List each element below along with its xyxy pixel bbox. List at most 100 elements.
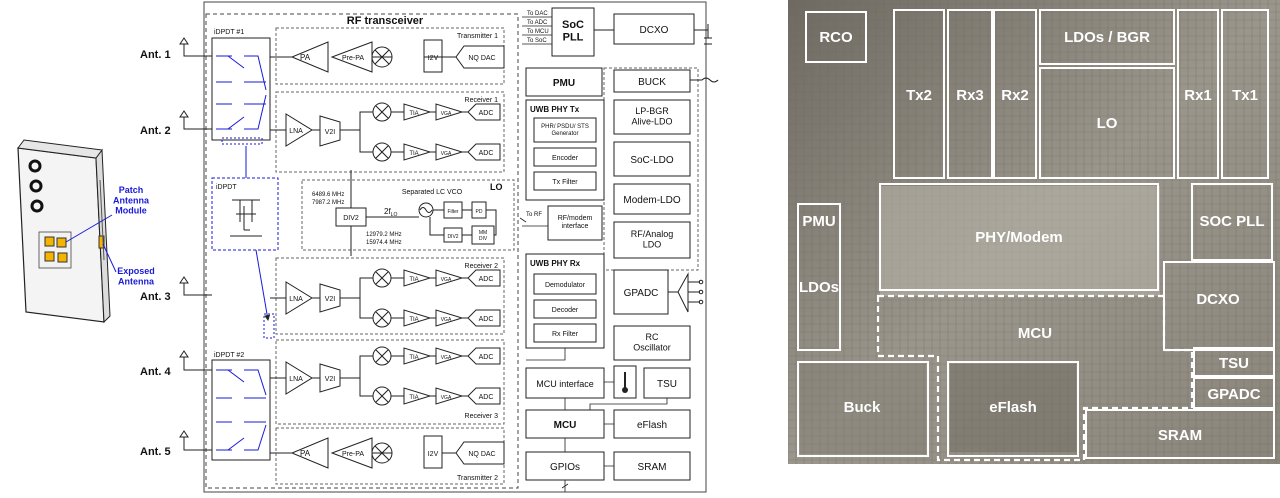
tx2-i2v-label: I2V bbox=[428, 451, 439, 458]
lo-div2-b-label: DIV2 bbox=[447, 234, 458, 240]
to-adc-label: To ADC bbox=[527, 20, 548, 26]
receiver-1: Receiver 1 LNA V2I TIA TIA VGA VGA ADC A… bbox=[270, 91, 505, 173]
tx2-nqdac-label: NQ DAC bbox=[468, 451, 495, 458]
die-eflash: eFlash bbox=[989, 399, 1037, 416]
tx1-nqdac-label: NQ DAC bbox=[468, 55, 495, 62]
antenna-1: Ant. 1 bbox=[140, 37, 212, 61]
to-dac-label: To DAC bbox=[527, 11, 548, 17]
antenna-group: Ant. 1 Ant. 2 Ant. 3 Ant. 4 Ant. 5 bbox=[140, 37, 212, 458]
rx2-vga-q-label: VGA bbox=[441, 317, 452, 323]
socldo-label: SoC-LDO bbox=[630, 155, 674, 166]
die-lo: LO bbox=[1097, 115, 1118, 132]
rx1-tia-q-label: TIA bbox=[409, 151, 418, 157]
antenna-5-label: Ant. 5 bbox=[140, 446, 171, 458]
flo-label: 2fLO bbox=[384, 207, 397, 218]
transmitter-1-label: Transmitter 1 bbox=[457, 33, 498, 40]
buck-label: BUCK bbox=[638, 77, 666, 88]
lo-freq-a1: 6489.6 MHz bbox=[312, 192, 344, 198]
encoder-label: Encoder bbox=[552, 155, 579, 162]
lo-freq-b2: 15974.4 MHz bbox=[366, 240, 402, 246]
idpdt-1-label: iDPDT #1 bbox=[214, 29, 244, 36]
tx1-pa-label: PA bbox=[300, 53, 311, 62]
die-rx1: Rx1 bbox=[1184, 87, 1212, 104]
lo-div2-a-label: DIV2 bbox=[343, 215, 359, 222]
to-rf-label: To RF bbox=[526, 212, 542, 218]
rx1-adc-q-label: ADC bbox=[479, 150, 494, 157]
rx1-adc-i-label: ADC bbox=[479, 110, 494, 117]
lo-freq-b1: 12979.2 MHz bbox=[366, 232, 402, 238]
rx3-tia-i-label: TIA bbox=[409, 355, 418, 361]
rx3-vga-q-label: VGA bbox=[441, 395, 452, 401]
phy-rx-label: UWB PHY Rx bbox=[530, 259, 581, 268]
lo-block: LO Separated LC VCO 6489.6 MHz 7987.2 MH… bbox=[301, 170, 515, 256]
antenna-1-label: Ant. 1 bbox=[140, 49, 171, 61]
antenna-2: Ant. 2 bbox=[140, 110, 212, 137]
receiver-3-label: Receiver 3 bbox=[465, 413, 499, 420]
demod-label: Demodulator bbox=[545, 282, 586, 289]
modemldo-label: Modem-LDO bbox=[623, 195, 680, 206]
rx2-tia-q-label: TIA bbox=[409, 317, 418, 323]
rx1-v2i-label: V2I bbox=[325, 129, 336, 136]
die-pmu: PMU bbox=[802, 213, 835, 230]
rx1-vga-q-label: VGA bbox=[441, 151, 452, 157]
block-diagram: RF transceiver Ant. 1 Ant. 2 Ant. 3 Ant.… bbox=[140, 1, 719, 493]
idpdt-1: iDPDT #1 bbox=[211, 29, 271, 145]
to-soc-label: To SoC bbox=[527, 38, 547, 44]
die-ldos-bgr: LDOs / BGR bbox=[1064, 29, 1150, 46]
transmitter-2-label: Transmitter 2 bbox=[457, 475, 498, 482]
lo-freq-a2: 7987.2 MHz bbox=[312, 200, 344, 206]
die-tx2: Tx2 bbox=[906, 87, 932, 104]
rx3-adc-i-label: ADC bbox=[479, 354, 494, 361]
vco-label: Separated LC VCO bbox=[402, 189, 463, 196]
rx3-adc-q-label: ADC bbox=[479, 394, 494, 401]
idpdt-2-label: iDPDT #2 bbox=[214, 352, 244, 359]
rf-transceiver-boundary bbox=[205, 13, 519, 489]
die-rx3: Rx3 bbox=[956, 87, 984, 104]
gpios-label: GPIOs bbox=[550, 462, 580, 473]
antenna-2-label: Ant. 2 bbox=[140, 125, 171, 137]
receiver-2-label: Receiver 2 bbox=[465, 263, 499, 270]
rf-transceiver-title: RF transceiver bbox=[347, 15, 424, 27]
die-tsu: TSU bbox=[1219, 355, 1249, 372]
die-dcxo: DCXO bbox=[1196, 291, 1240, 308]
idpdt-label: iDPDT bbox=[216, 184, 237, 191]
decoder-label: Decoder bbox=[552, 307, 579, 314]
tx1-i2v-label: I2V bbox=[428, 55, 439, 62]
flo-sub: LO bbox=[391, 212, 398, 218]
antenna-5: Ant. 5 bbox=[140, 430, 212, 458]
die-rco: RCO bbox=[819, 29, 853, 46]
lo-label: LO bbox=[490, 182, 503, 192]
rx1-tia-i-label: TIA bbox=[409, 111, 418, 117]
rx2-vga-i-label: VGA bbox=[441, 277, 452, 283]
antenna-4: Ant. 4 bbox=[140, 350, 212, 378]
receiver-3: Receiver 3 LNA V2I TIA TIA VGA VGA ADC A… bbox=[270, 339, 505, 425]
antenna-4-label: Ant. 4 bbox=[140, 366, 171, 378]
idpdt-middle: iDPDT bbox=[211, 146, 279, 339]
die-ldos: LDOs bbox=[799, 279, 839, 296]
dcxo-label: DCXO bbox=[640, 25, 669, 36]
antenna-3: Ant. 3 bbox=[140, 276, 212, 303]
lo-filter-label: Filter bbox=[447, 209, 458, 215]
rxfilter-label: Rx Filter bbox=[552, 331, 579, 338]
tx2-pa-label: PA bbox=[300, 449, 311, 458]
die-rx2: Rx2 bbox=[1001, 87, 1029, 104]
rx2-adc-i-label: ADC bbox=[479, 276, 494, 283]
receiver-1-label: Receiver 1 bbox=[465, 97, 499, 104]
die-buck: Buck bbox=[844, 399, 881, 416]
pmu-label: PMU bbox=[553, 78, 575, 89]
die-phy-modem: PHY/Modem bbox=[975, 229, 1063, 246]
die-gpadc: GPADC bbox=[1207, 386, 1260, 403]
antenna-3-label: Ant. 3 bbox=[140, 291, 171, 303]
transmitter-1: Transmitter 1 PA Pre-PA I2V NQ DAC bbox=[270, 27, 505, 85]
